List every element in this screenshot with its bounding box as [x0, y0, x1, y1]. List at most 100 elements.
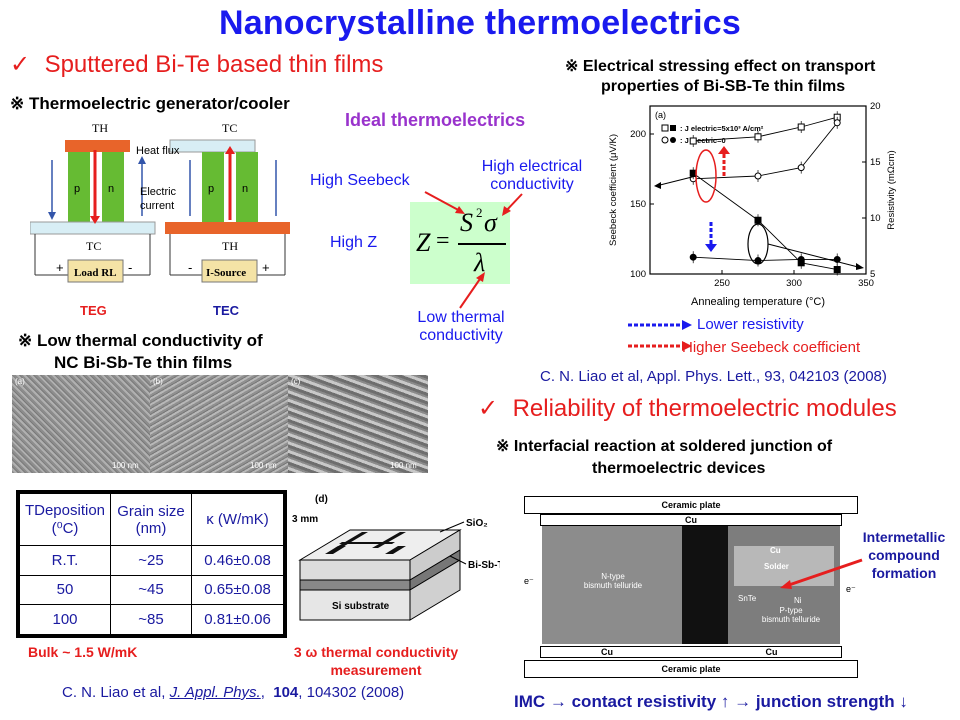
sio2-leader — [439, 521, 465, 533]
lower-resistivity-label: Lower resistivity — [697, 316, 804, 333]
p-leg-left — [68, 152, 90, 222]
p-leg-right — [202, 152, 224, 222]
cell-kappa: 0.46±0.08 — [191, 545, 284, 576]
col-deposition-header: TDeposition (⁰C) — [19, 493, 111, 546]
blue-dotted-arrowhead — [705, 244, 717, 252]
current-arrowhead-left — [48, 212, 56, 220]
sem-label-c: (c) — [291, 377, 301, 386]
arrowhead-electrical — [502, 206, 511, 216]
high-electrical-label: High electrical conductivity — [472, 158, 592, 194]
imc-arrow — [780, 558, 863, 589]
n-type-label: N-type bismuth telluride — [568, 572, 658, 590]
table-row: 100 ~85 0.81±0.06 — [19, 604, 284, 635]
sem-scale-a: 100 nm — [112, 461, 139, 470]
series-line-2 — [693, 256, 838, 262]
device-panel-label: (d) — [315, 494, 328, 505]
low-thermal-label: Low thermal conductivity — [405, 309, 517, 345]
chart-frame — [649, 105, 867, 275]
hot-plate-right — [165, 222, 290, 234]
lowk-citation-suffix: , 104302 (2008) — [298, 684, 405, 701]
sem-scale-b: 100 nm — [250, 461, 277, 470]
data-point — [689, 137, 697, 145]
higher-seebeck-label: Higher Seebeck coefficient — [682, 339, 861, 356]
cold-plate-right — [169, 139, 256, 153]
plus-right: + — [262, 260, 270, 275]
sem-image-c: (c) 100 nm — [288, 375, 428, 473]
cu-bottom: Cu Cu — [540, 646, 842, 658]
eq-z: Z — [416, 228, 431, 257]
eq-fraction-bar — [458, 243, 506, 245]
bulk-label: Bulk ~ 1.5 W/mK — [28, 644, 138, 660]
pointer-left — [655, 175, 697, 187]
layer-si-side — [409, 559, 461, 621]
cell-kappa: 0.81±0.06 — [191, 604, 284, 635]
legend-filled-square — [670, 125, 676, 131]
x-tick-label: 300 — [786, 278, 802, 289]
isource-box — [201, 259, 258, 283]
y-tick-label: 100 — [630, 269, 646, 280]
x-tick-label: 350 — [858, 278, 874, 289]
sem-label-b: (b) — [153, 377, 163, 386]
arrow-thermal — [459, 275, 483, 309]
pointer-right-head — [856, 263, 864, 270]
data-point — [754, 257, 762, 265]
bisbte-label: Bi-Sb-Te — [468, 560, 500, 571]
col-grain-header: Grain size (nm) — [110, 493, 192, 546]
stress-citation: C. N. Liao et al, Appl. Phys. Lett., 93,… — [540, 368, 887, 385]
data-point — [689, 253, 697, 261]
ni-label: Ni — [794, 596, 802, 605]
electric-label: Electric — [140, 186, 177, 198]
pointer-right — [767, 243, 863, 269]
table-row: R.T. ~25 0.46±0.08 — [19, 545, 284, 576]
cell-kappa: 0.65±0.08 — [191, 574, 284, 606]
lowk-heading-line1: ※ Low thermal conductivity of — [18, 331, 263, 350]
sem-scale-c: 100 nm — [390, 461, 417, 470]
minus-left: - — [128, 260, 132, 275]
n-leg-left — [102, 152, 124, 222]
cu-top: Cu — [540, 514, 842, 526]
n-label-right: n — [242, 183, 248, 195]
data-point — [754, 172, 762, 180]
red-dotted-arrowhead — [718, 146, 730, 154]
current-arrowhead-right — [138, 156, 146, 164]
y2-tick-label: 5 — [870, 269, 875, 280]
heat-arrowhead-left — [90, 216, 100, 224]
bisbte-leader — [449, 555, 467, 565]
sem-cross-section: N-type bismuth telluride Cu Solder SnTe … — [542, 526, 840, 644]
teg-heading: ※ Thermoelectric generator/cooler — [10, 94, 290, 113]
lowk-citation-journal: J. Appl. Phys. — [169, 684, 261, 701]
isource-label: I-Source — [206, 267, 246, 279]
heater-pattern — [325, 532, 406, 554]
teg-tec-diagram: TH p n TC Load RL + - TEG TC p n TH I-So… — [30, 121, 290, 318]
hot-plate-left — [65, 140, 130, 152]
layer-sio2 — [299, 559, 411, 581]
stress-heading: ※ Electrical stressing effect on transpo… — [565, 57, 875, 97]
interface-heading-line1: ※ Interfacial reaction at soldered junct… — [496, 438, 833, 455]
n-type-line1: N-type — [601, 572, 625, 581]
imc-line2: compound — [868, 547, 940, 563]
data-point — [797, 164, 805, 172]
arrowhead-thermal — [476, 272, 485, 282]
snte-label: SnTe — [738, 594, 757, 603]
arrow-legend — [628, 320, 692, 351]
data-point — [833, 266, 841, 274]
cu-bottom-label-right: Cu — [765, 647, 778, 657]
col-kappa-header: κ (W/mK) — [191, 493, 284, 546]
seebeck-resistivity-chart: (a) : J electric=5x10³ A/cm² : J electri… — [608, 101, 897, 308]
red-legend-head — [682, 341, 692, 351]
ideal-arrows — [424, 191, 523, 309]
tc-left-label: TC — [86, 239, 101, 253]
th-right-label: TH — [222, 239, 238, 253]
cold-plate-left — [30, 221, 156, 235]
y2-tick-label: 20 — [870, 101, 881, 112]
sem-label-a: (a) — [15, 377, 25, 386]
arrowhead-seebeck — [455, 206, 465, 214]
pointer-left-head — [654, 182, 661, 189]
conductivity-table-box: TDeposition (⁰C) Grain size (nm) κ (W/mK… — [16, 490, 287, 638]
gap-region — [682, 526, 728, 644]
p-type-line1: P-type — [779, 606, 803, 615]
series-line-0 — [693, 116, 838, 142]
electron-left: e⁻ — [524, 576, 534, 586]
imc-arrow-line — [785, 558, 863, 588]
plus-left: + — [56, 260, 64, 275]
